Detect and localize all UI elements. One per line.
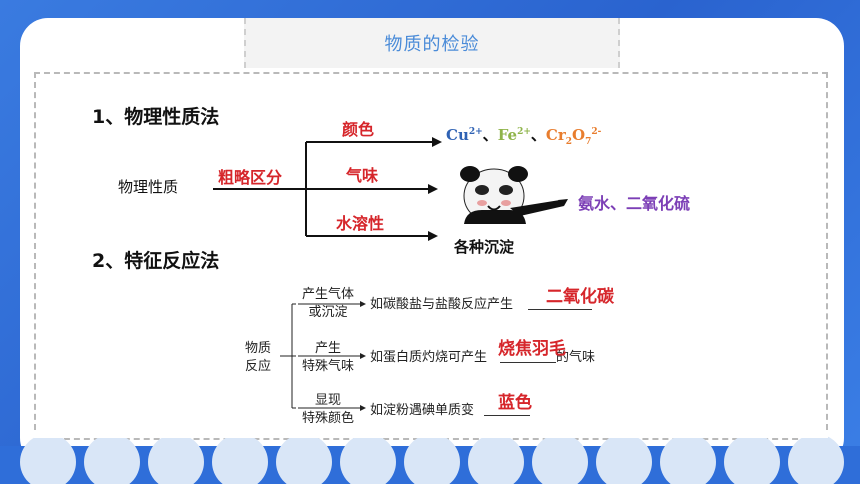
ion-separator: 、 xyxy=(482,126,498,144)
root-substance: 物质反应 xyxy=(245,341,272,374)
page-title: 物质的检验 xyxy=(384,34,480,55)
panda-meme-image xyxy=(460,166,568,224)
section1-heading: 1、物理性质法 xyxy=(92,106,220,128)
example-starch: 如淀粉遇碘单质变 xyxy=(370,403,475,418)
example-protein: 如蛋白质灼烧可产生 xyxy=(370,350,488,365)
ion-cr2o7: Cr2O72- xyxy=(545,126,602,147)
cond-special-color: 显现特殊颜色 xyxy=(301,393,354,426)
answer-co2: 二氧化碳 xyxy=(546,287,614,307)
sediment-label: 各种沉淀 xyxy=(454,238,515,256)
blank-line xyxy=(484,415,530,416)
cond-gas-or-precipitate: 产生气体或沉淀 xyxy=(301,287,354,320)
section2-heading: 2、特征反应法 xyxy=(92,250,220,272)
root-label: 物理性质 xyxy=(118,178,179,196)
answer-blue: 蓝色 xyxy=(498,393,532,413)
title-tab: 物质的检验 xyxy=(244,18,620,68)
ion-separator: 、 xyxy=(530,126,546,144)
ion-list: Cu2+、Fe2+、Cr2O72- xyxy=(446,124,601,147)
blank-line xyxy=(528,309,592,310)
branch-color: 颜色 xyxy=(342,120,375,139)
mid-label: 粗略区分 xyxy=(218,168,283,187)
branch-smell: 气味 xyxy=(346,166,379,185)
example-protein-suffix: 的气味 xyxy=(556,350,596,365)
scalloped-border xyxy=(0,432,860,484)
ion-fe: Fe2+ xyxy=(497,126,531,144)
example-carbonate: 如碳酸盐与盐酸反应产生 xyxy=(370,297,514,312)
slide-card xyxy=(20,18,844,466)
smell-result: 氨水、二氧化硫 xyxy=(578,194,691,213)
blank-line xyxy=(500,362,556,363)
answer-burnt-feather: 烧焦羽毛 xyxy=(498,339,566,359)
ion-cu: Cu2+ xyxy=(446,126,483,144)
cond-special-smell: 产生特殊气味 xyxy=(301,341,354,374)
branch-solubility: 水溶性 xyxy=(336,214,385,233)
